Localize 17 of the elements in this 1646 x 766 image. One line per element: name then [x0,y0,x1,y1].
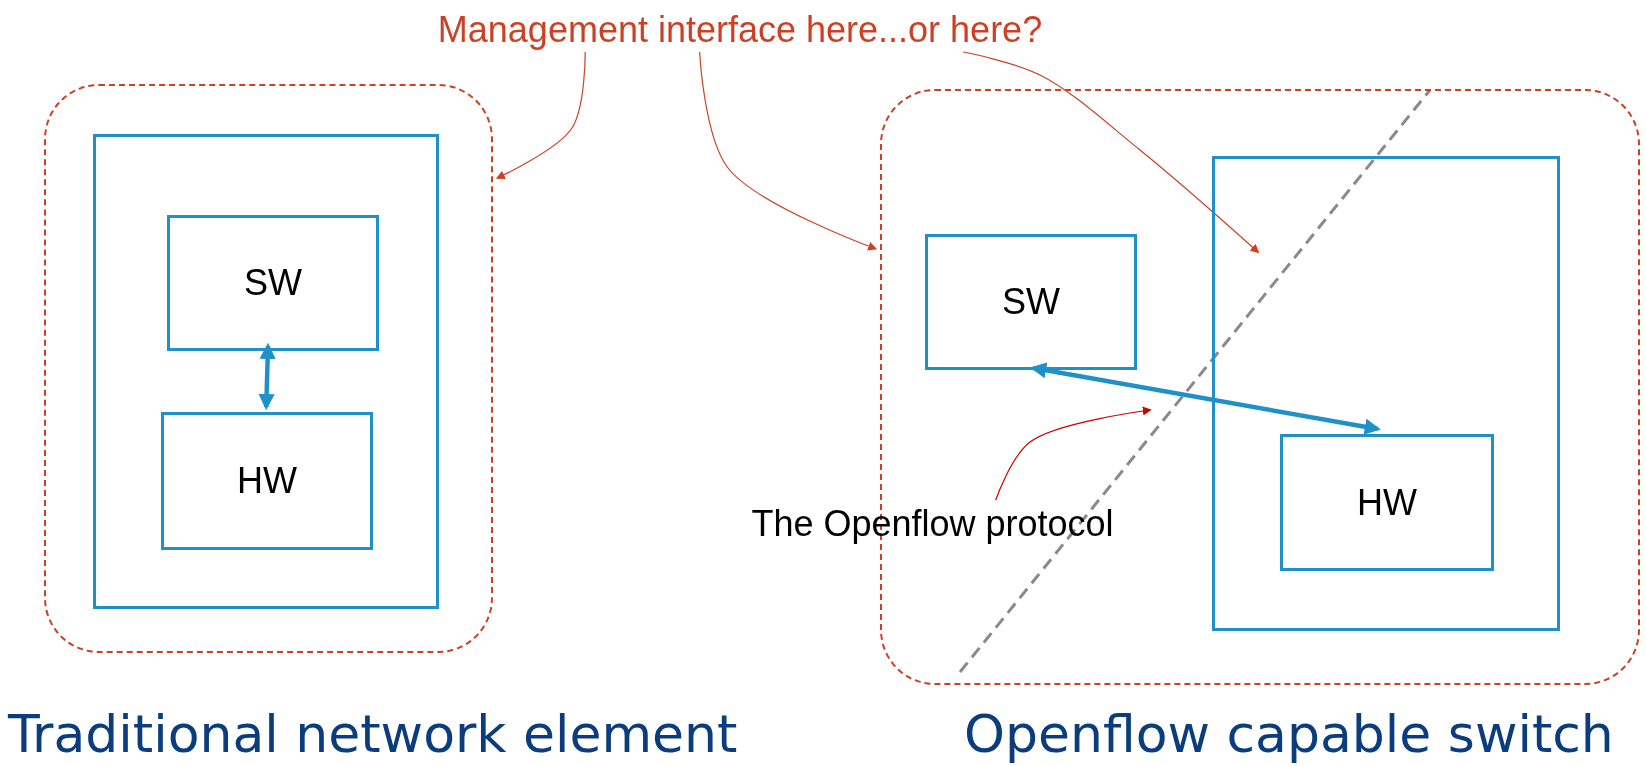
arrow [1030,362,1381,435]
component-box: SW [167,215,379,351]
leader-arrow [495,51,586,179]
diagram-caption: Openflow capable switch [964,704,1614,764]
leader-arrow [699,51,878,251]
annotation-text: The Openflow protocol [751,503,1114,545]
diagram-caption: Traditional network element [8,704,738,764]
component-box: HW [1280,434,1494,571]
callout-text: Management interface here...or here? [437,9,1043,51]
component-box: HW [161,412,373,550]
arrow [258,342,276,411]
component-box [1212,156,1560,631]
dashed-boundary [44,84,493,653]
leader-arrow [962,51,1260,254]
leader-arrow [995,406,1152,501]
component-box [93,134,439,609]
component-box: SW [925,234,1137,370]
